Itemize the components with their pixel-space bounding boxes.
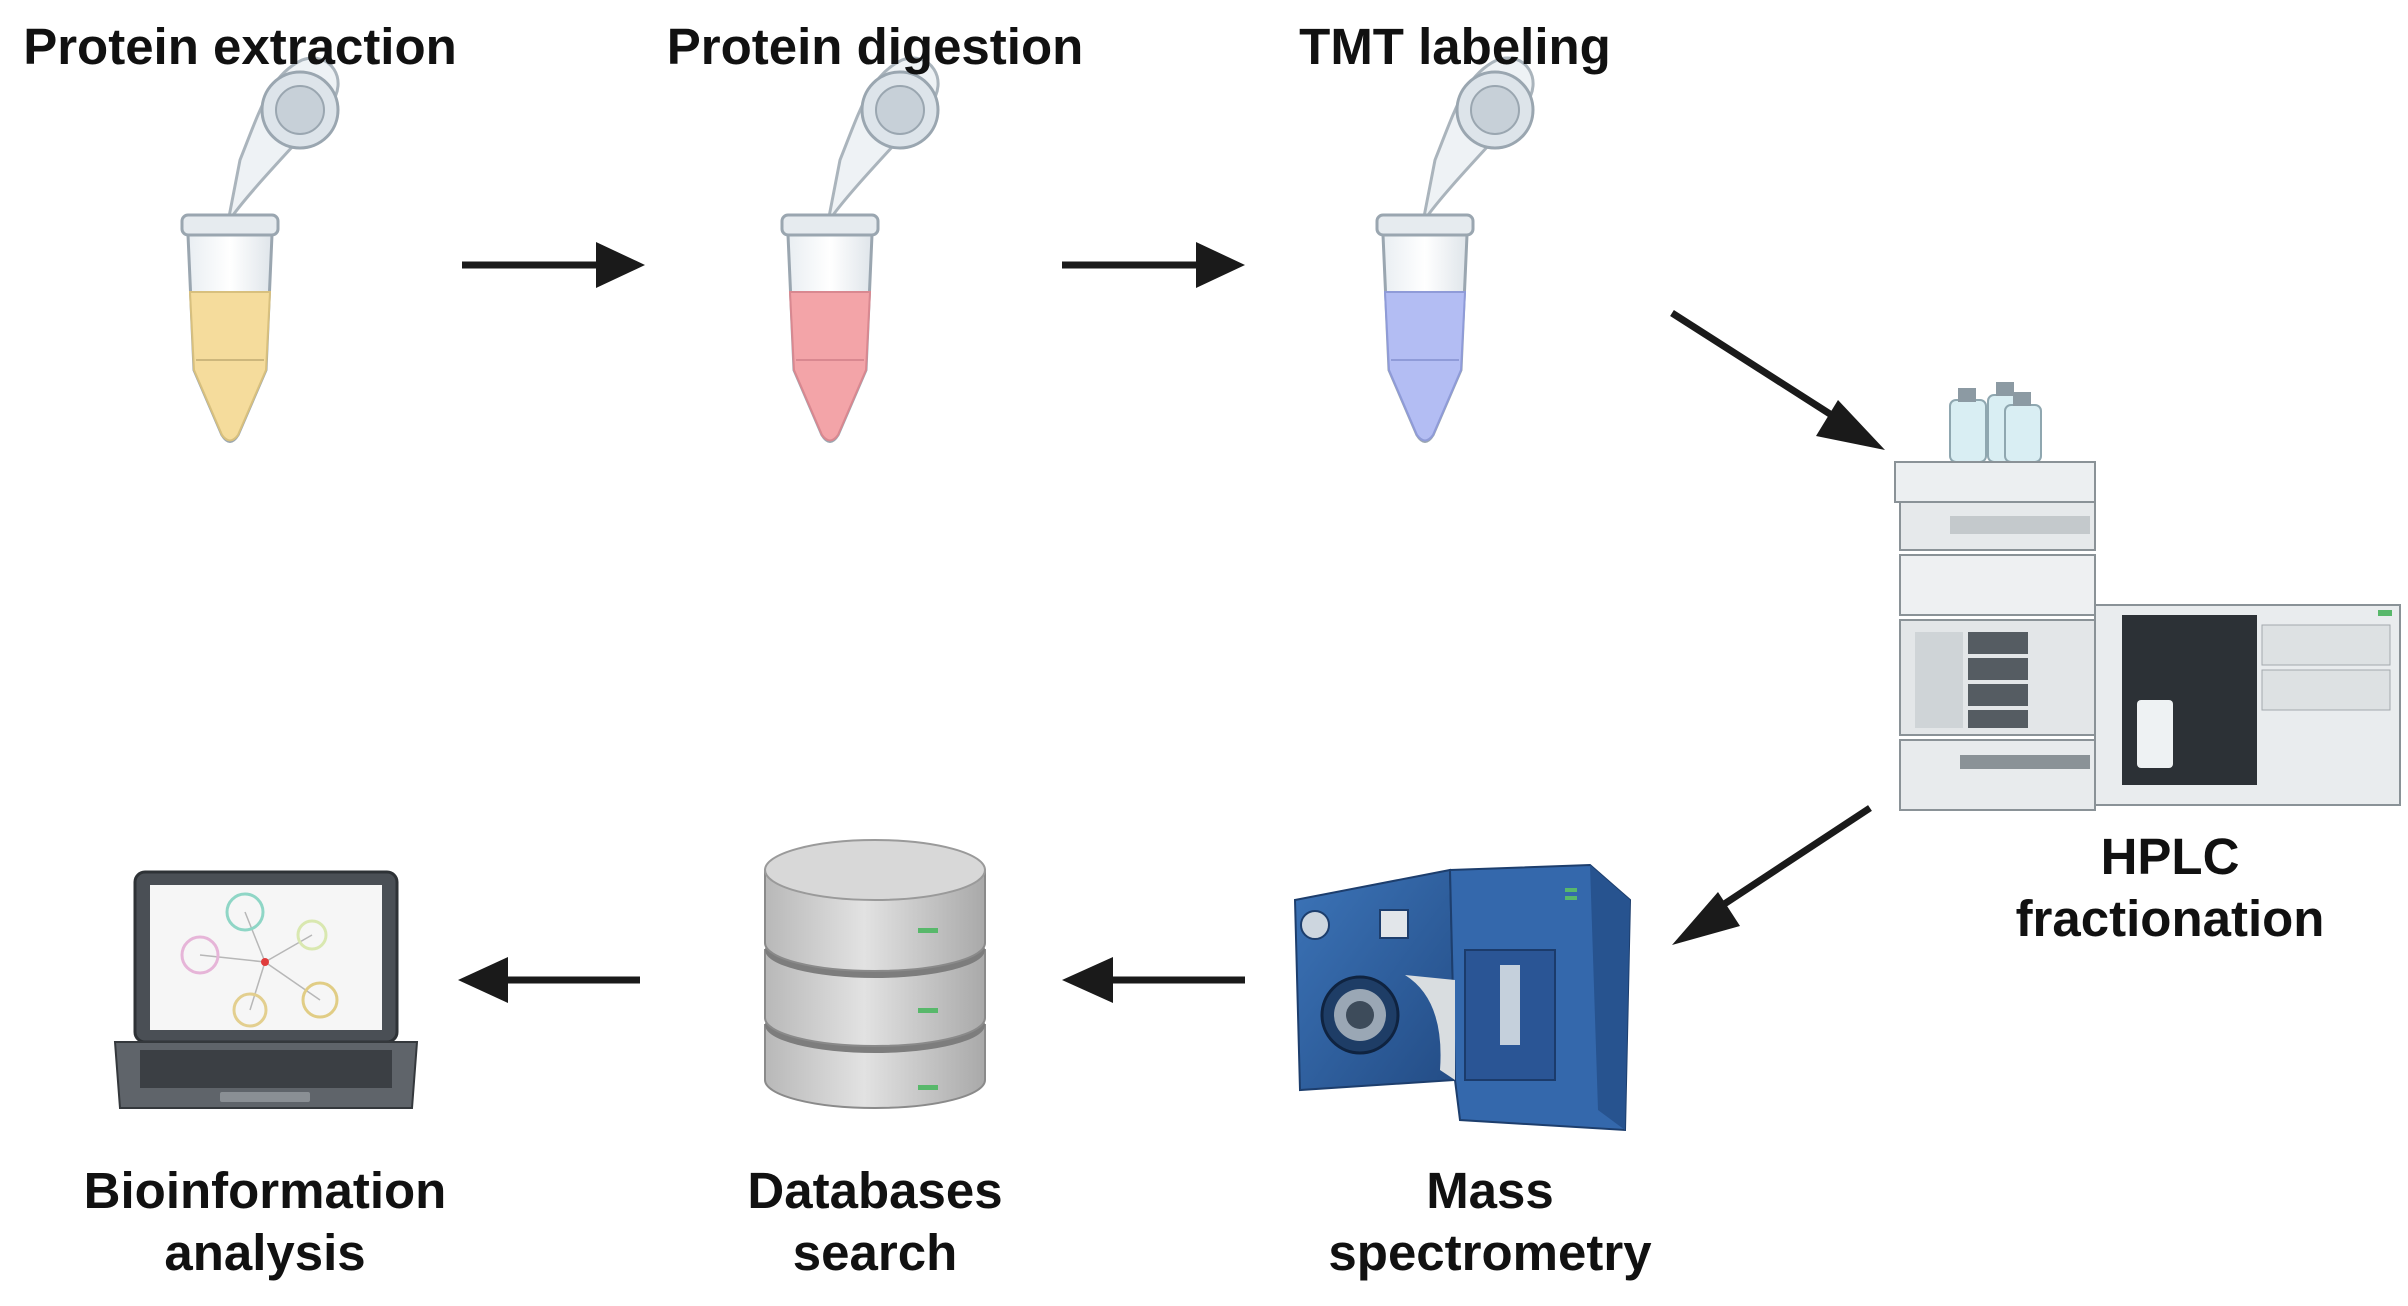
arrow-icon-1: [462, 242, 645, 288]
tube-icon-digestion: [780, 56, 940, 443]
arrow-icon-4: [1672, 805, 1872, 945]
database-icon: [764, 839, 986, 1109]
label-bioinformation-analysis: Bioinformation analysis: [83, 1162, 447, 1281]
label-mass-spectrometry: Mass spectrometry: [1328, 1162, 1652, 1281]
label-protein-digestion: Protein digestion: [666, 18, 1084, 75]
hplc-instrument-icon: [1894, 382, 2401, 811]
label-databases-search: Databases search: [747, 1162, 1003, 1281]
tube-icon-extraction: [180, 56, 340, 443]
arrow-icon-6: [458, 957, 640, 1003]
label-hplc-fractionation: HPLC fractionation: [2015, 828, 2325, 947]
mass-spectrometer-icon: [1293, 863, 1632, 1132]
arrow-icon-3: [1670, 310, 1885, 450]
arrow-icon-2: [1062, 242, 1245, 288]
arrow-icon-5: [1062, 957, 1245, 1003]
tube-icon-tmt: [1375, 56, 1535, 443]
label-protein-extraction: Protein extraction: [23, 18, 457, 75]
label-tmt-labeling: TMT labeling: [1299, 18, 1611, 75]
laptop-network-icon: [113, 870, 419, 1109]
